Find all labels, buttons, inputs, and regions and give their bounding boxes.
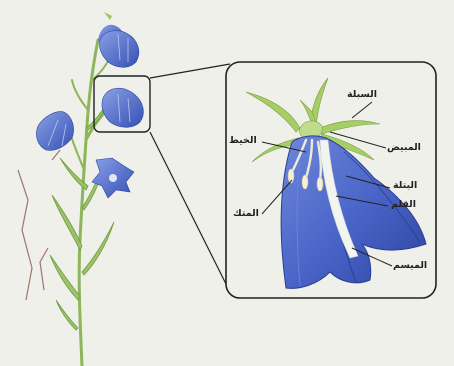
label-filament: الخيط	[229, 136, 257, 146]
label-ovary: المبيض	[387, 143, 421, 153]
label-petal: البتلة	[393, 181, 417, 191]
label-anther: المتك	[233, 209, 259, 219]
label-style: القلم	[391, 200, 416, 210]
label-stigma: الميسم	[393, 261, 427, 271]
label-sepal: السبلة	[347, 90, 377, 100]
